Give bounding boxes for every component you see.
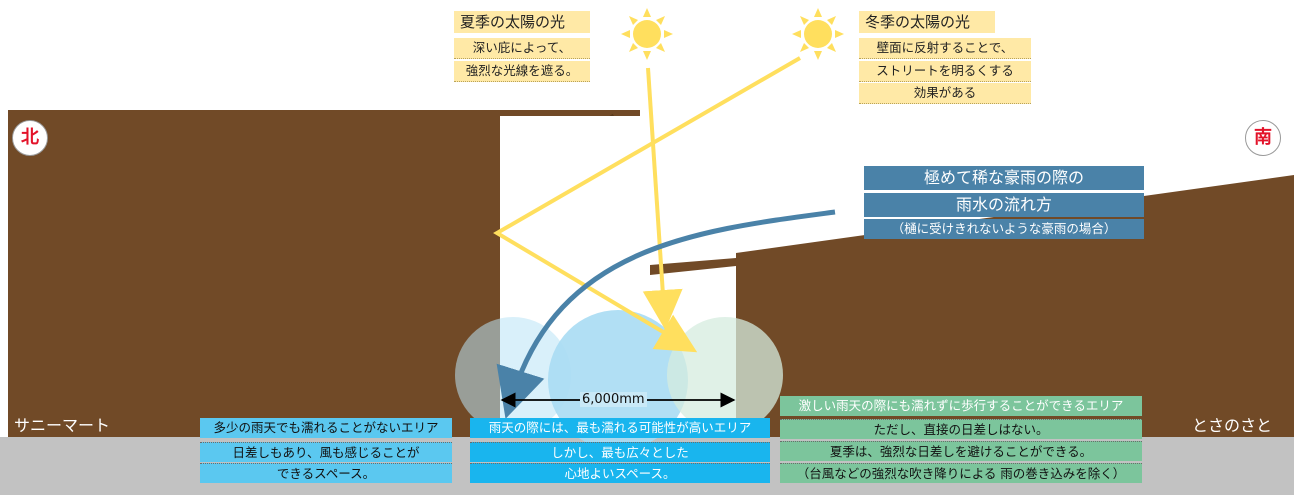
zone-circle-right (667, 317, 783, 433)
summer-sun-title: 夏季の太陽の光 (454, 11, 590, 33)
rain-title-1: 極めて稀な豪雨の際の (864, 166, 1144, 190)
zone-left-title: 多少の雨天でも濡れることがないエリア (200, 418, 452, 438)
south-marker: 南 (1245, 120, 1281, 156)
winter-sun-line-2: ストリートを明るくする (859, 61, 1031, 82)
zone-left-line-1: 日差しもあり、風も感じることが (200, 442, 452, 462)
zone-right-line-2: 夏季は、強烈な日差しを避けることができる。 (780, 441, 1142, 461)
zone-right-title: 激しい雨天の際にも濡れずに歩行することができるエリア (780, 396, 1142, 416)
winter-sun-icon (792, 8, 844, 60)
zone-right-line-3: （台風などの強烈な吹き降りによる 雨の巻き込みを除く） (780, 463, 1142, 483)
winter-sun-line-3: 効果がある (859, 83, 1031, 104)
winter-sun-line-1: 壁面に反射することで、 (859, 38, 1031, 59)
summer-sun-line-1: 深い庇によって、 (454, 38, 590, 59)
right-side-label: とさのさと (1192, 416, 1273, 435)
summer-sun-icon (621, 8, 673, 60)
rain-note: （樋に受けきれないような豪雨の場合） (864, 219, 1144, 239)
south-building (650, 175, 1294, 437)
zone-center-line-2: 心地よいスペース。 (470, 463, 770, 483)
rain-title-2: 雨水の流れ方 (864, 193, 1144, 217)
summer-sun-line-2: 強烈な光線を遮る。 (454, 61, 590, 82)
south-canopy (650, 258, 736, 275)
zone-center-title: 雨天の際には、最も濡れる可能性が高いエリア (470, 418, 770, 438)
left-side-label: サニーマート (14, 416, 111, 435)
north-marker: 北 (12, 120, 48, 156)
winter-sun-title: 冬季の太陽の光 (859, 11, 995, 33)
zone-center-line-1: しかし、最も広々とした (470, 442, 770, 462)
dimension-label: 6,000mm (580, 392, 647, 407)
summer-sun-ray (642, 67, 683, 330)
winter-sun-ray (493, 56, 802, 353)
zone-right-line-1: ただし、直接の日差しはない。 (780, 419, 1142, 439)
zone-left-line-2: できるスペース。 (200, 463, 452, 483)
rain-flow-curve (496, 209, 836, 419)
